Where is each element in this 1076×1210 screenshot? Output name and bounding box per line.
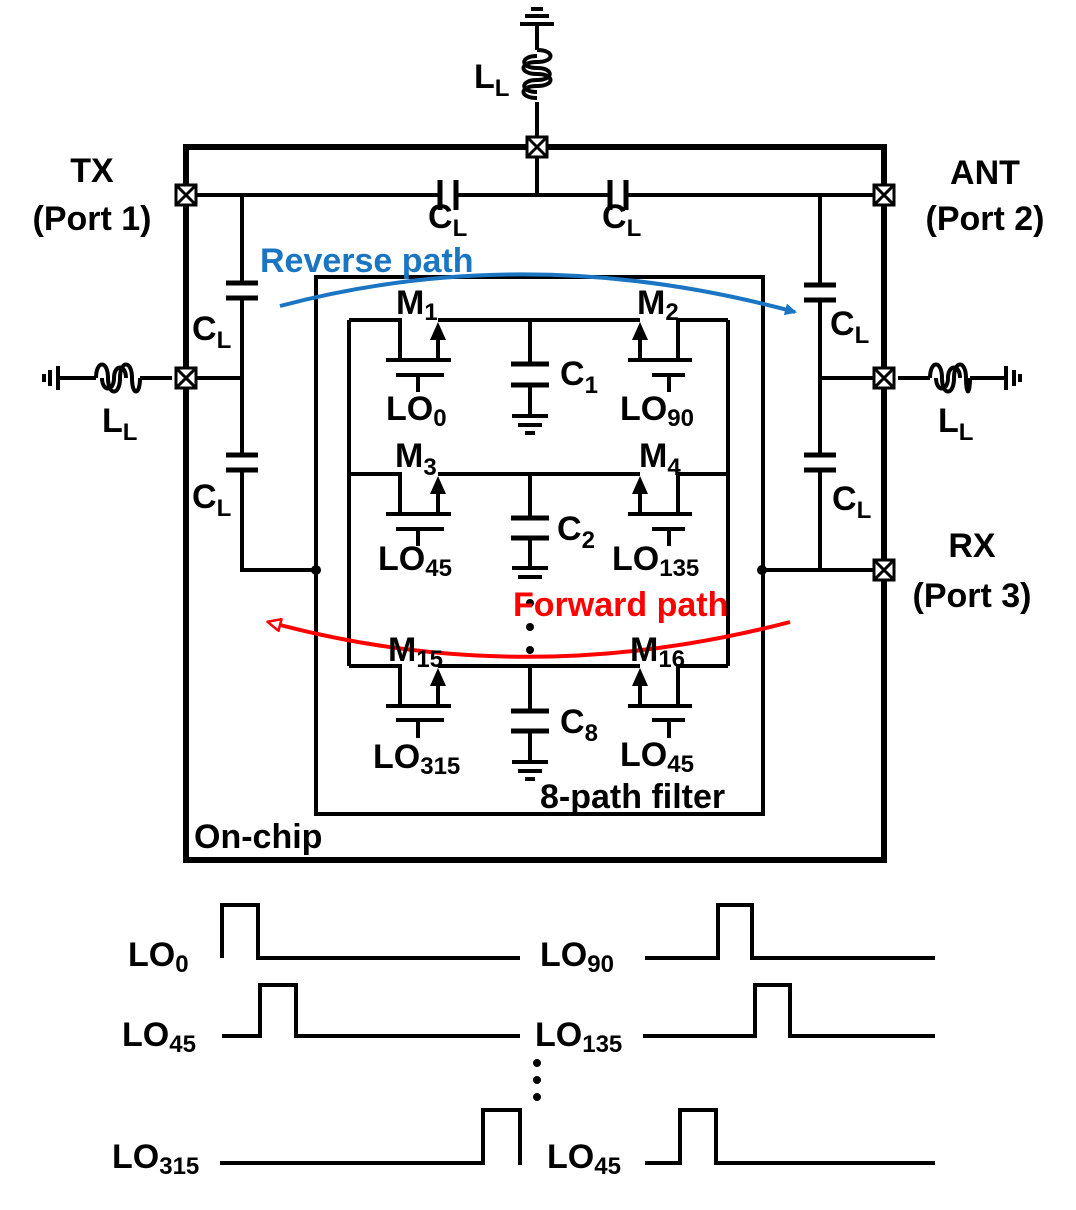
waveform-label: LO45 bbox=[547, 1138, 621, 1180]
left-network bbox=[42, 195, 316, 572]
waveform-label: LO90 bbox=[540, 936, 614, 978]
filter-label: 8-path filter bbox=[540, 778, 725, 816]
on-chip-label: On-chip bbox=[194, 818, 322, 856]
lo-waveforms bbox=[220, 903, 935, 1165]
top-rail bbox=[186, 147, 884, 210]
rx-port-label: (Port 3) bbox=[913, 577, 1032, 615]
tx-label: TX bbox=[70, 152, 114, 190]
gate-lo-label: LO45 bbox=[378, 540, 452, 582]
reverse-path-label: Reverse path bbox=[260, 242, 474, 280]
transistor-label: M16 bbox=[630, 631, 685, 673]
waveform-label: LO0 bbox=[128, 936, 189, 978]
filter-cap-label: C2 bbox=[557, 510, 595, 554]
path-row-8 bbox=[349, 664, 728, 781]
cap-load-label: CL bbox=[830, 305, 869, 349]
filter-boundary bbox=[314, 275, 765, 816]
left-pad bbox=[174, 366, 198, 390]
inductor-label-top: LL bbox=[474, 58, 509, 102]
forward-path-arrow bbox=[280, 622, 791, 659]
tx-pad bbox=[174, 183, 198, 207]
waveform-label: LO135 bbox=[535, 1016, 622, 1058]
ant-pad bbox=[872, 183, 896, 207]
gate-lo-label: LO0 bbox=[386, 390, 447, 432]
forward-path-label: Forward path bbox=[513, 586, 728, 624]
filter-cap-label: C8 bbox=[560, 703, 598, 747]
cap-load-label: CL bbox=[832, 480, 871, 524]
waveform-label: LO45 bbox=[122, 1016, 196, 1058]
transistor-label: M1 bbox=[396, 284, 438, 326]
tx-port-label: (Port 1) bbox=[33, 200, 152, 238]
transistor-label: M15 bbox=[388, 631, 443, 673]
right-pad bbox=[872, 366, 896, 390]
rx-label: RX bbox=[948, 527, 996, 565]
cap-load-label: CL bbox=[192, 478, 231, 522]
filter-cap-label: C1 bbox=[560, 355, 598, 399]
transistor-label: M2 bbox=[637, 284, 679, 326]
inductor-label-right: LL bbox=[938, 402, 973, 446]
ant-port-label: (Port 2) bbox=[926, 200, 1045, 238]
inductor-label-left: LL bbox=[102, 402, 137, 446]
transistor-label: M4 bbox=[639, 437, 681, 481]
right-network bbox=[762, 195, 1022, 572]
ant-label: ANT bbox=[950, 154, 1020, 192]
gate-lo-label: LO315 bbox=[373, 738, 460, 780]
gate-lo-label: LO135 bbox=[612, 540, 699, 582]
waveform-label: LO315 bbox=[112, 1138, 199, 1180]
top-inductor bbox=[520, 7, 554, 147]
cap-load-label: CL bbox=[192, 310, 231, 354]
gate-lo-label: LO45 bbox=[620, 736, 694, 778]
cap-load-label: CL bbox=[602, 198, 641, 242]
reverse-path-arrow bbox=[279, 272, 797, 316]
filter-rails bbox=[347, 320, 730, 666]
transistor-label: M3 bbox=[395, 437, 437, 481]
cap-load-label: CL bbox=[428, 198, 467, 242]
path-row-1 bbox=[349, 318, 728, 435]
top-pad bbox=[525, 135, 549, 159]
rx-pad bbox=[872, 558, 896, 582]
gate-lo-label: LO90 bbox=[620, 390, 694, 432]
path-row-2 bbox=[349, 472, 728, 654]
